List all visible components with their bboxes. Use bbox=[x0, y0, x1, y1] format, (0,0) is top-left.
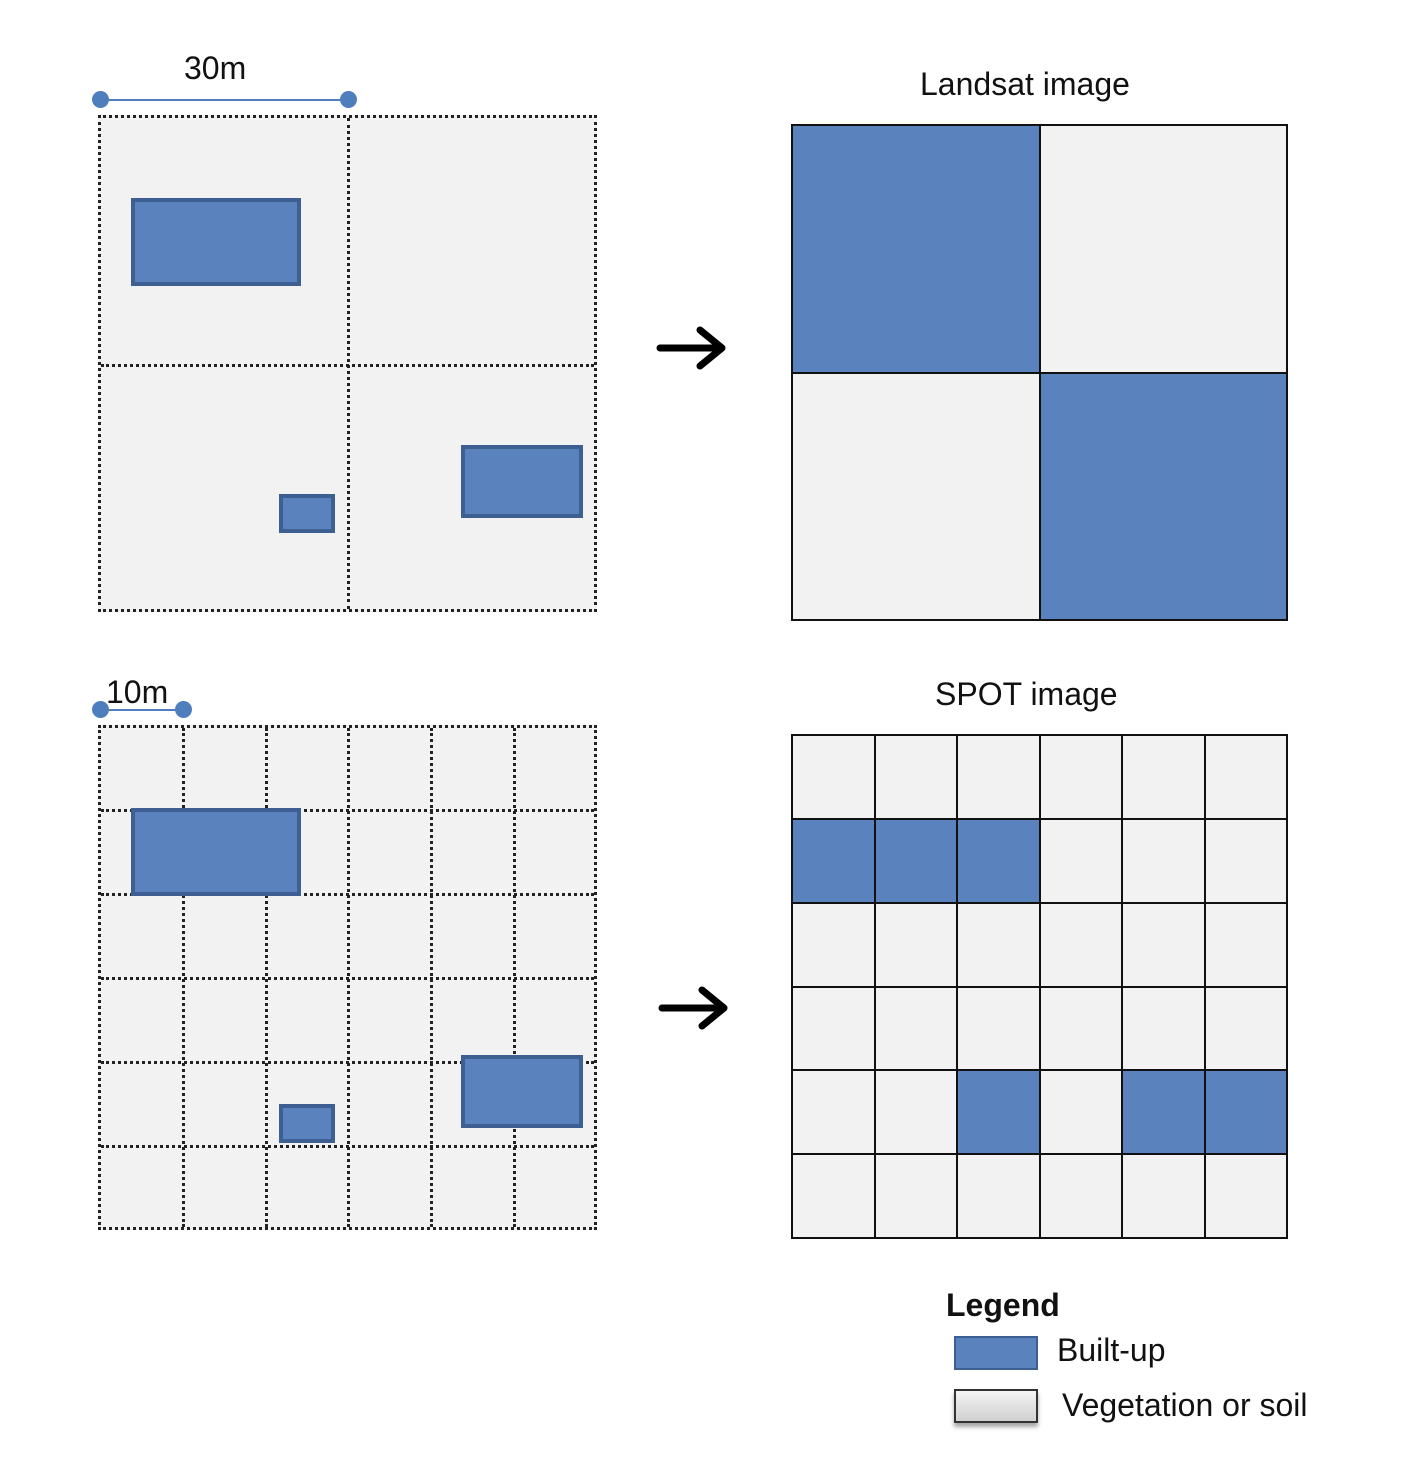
raster-cell-vegetation bbox=[1123, 819, 1204, 902]
grid-line-horizontal bbox=[101, 977, 594, 980]
ground-field-10m bbox=[98, 725, 597, 1230]
scale-bar-end-dot bbox=[175, 701, 192, 718]
raster-cell-vegetation bbox=[875, 903, 956, 986]
raster-cell-built-up bbox=[1040, 373, 1286, 619]
landsat-raster-grid bbox=[791, 124, 1288, 621]
raster-cell-vegetation bbox=[875, 1071, 956, 1154]
spot-raster-grid bbox=[791, 734, 1288, 1239]
raster-cell-vegetation bbox=[1040, 1071, 1121, 1154]
raster-cell-vegetation bbox=[1040, 736, 1121, 818]
raster-cell-vegetation bbox=[793, 903, 874, 986]
building-large bbox=[131, 808, 301, 896]
raster-cell-vegetation bbox=[1040, 819, 1121, 902]
raster-cell-built-up bbox=[875, 819, 956, 902]
raster-cell-vegetation bbox=[958, 1155, 1039, 1237]
building-large bbox=[131, 198, 301, 286]
raster-cell-built-up bbox=[1123, 1071, 1204, 1154]
raster-cell-vegetation bbox=[875, 736, 956, 818]
raster-cell-vegetation bbox=[1205, 1155, 1286, 1237]
raster-cell-vegetation bbox=[1123, 987, 1204, 1070]
legend-swatch-built-up bbox=[954, 1336, 1038, 1370]
raster-cell-vegetation bbox=[1123, 1155, 1204, 1237]
raster-cell-vegetation bbox=[1205, 903, 1286, 986]
raster-cell-built-up bbox=[793, 819, 874, 902]
scale-bar-10m bbox=[100, 709, 183, 711]
raster-cell-vegetation bbox=[875, 1155, 956, 1237]
grid-line-horizontal bbox=[101, 893, 594, 896]
scale-label-10m: 10m bbox=[106, 674, 169, 710]
building-small bbox=[279, 494, 335, 533]
raster-cell-vegetation bbox=[793, 736, 874, 818]
raster-cell-built-up bbox=[1205, 1071, 1286, 1154]
raster-cell-vegetation bbox=[1040, 1155, 1121, 1237]
legend-label-built-up: Built-up bbox=[1057, 1332, 1166, 1368]
raster-cell-built-up bbox=[958, 1071, 1039, 1154]
raster-cell-vegetation bbox=[1040, 903, 1121, 986]
raster-cell-vegetation bbox=[1205, 819, 1286, 902]
scale-bar-30m bbox=[100, 99, 348, 101]
building-medium bbox=[461, 1055, 583, 1128]
raster-cell-vegetation bbox=[1123, 903, 1204, 986]
scale-bar-end-dot bbox=[340, 91, 357, 108]
raster-cell-vegetation bbox=[958, 736, 1039, 818]
raster-cell-vegetation bbox=[793, 1155, 874, 1237]
scale-bar-start-dot bbox=[92, 91, 109, 108]
raster-cell-vegetation bbox=[1040, 987, 1121, 1070]
scale-label-30m: 30m bbox=[184, 50, 247, 86]
arrow-right-icon bbox=[656, 326, 726, 370]
scale-bar-start-dot bbox=[92, 701, 109, 718]
raster-cell-vegetation bbox=[793, 373, 1039, 619]
ground-field-30m bbox=[98, 115, 597, 612]
legend-swatch-vegetation bbox=[954, 1389, 1038, 1423]
arrow-right-icon bbox=[658, 986, 728, 1030]
raster-cell-vegetation bbox=[1123, 736, 1204, 818]
raster-cell-vegetation bbox=[1205, 987, 1286, 1070]
raster-cell-vegetation bbox=[793, 987, 874, 1070]
grid-line-horizontal bbox=[101, 1061, 594, 1064]
raster-cell-vegetation bbox=[875, 987, 956, 1070]
raster-cell-vegetation bbox=[1040, 126, 1286, 372]
raster-cell-vegetation bbox=[793, 1071, 874, 1154]
raster-title-landsat: Landsat image bbox=[920, 66, 1130, 102]
legend-label-vegetation: Vegetation or soil bbox=[1062, 1387, 1308, 1423]
raster-cell-vegetation bbox=[958, 987, 1039, 1070]
building-small bbox=[279, 1104, 335, 1143]
grid-line-horizontal bbox=[101, 809, 594, 812]
raster-title-spot: SPOT image bbox=[935, 676, 1118, 712]
grid-line-horizontal bbox=[101, 1145, 594, 1148]
grid-line-horizontal bbox=[101, 364, 594, 367]
building-medium bbox=[461, 445, 583, 518]
grid-line-vertical bbox=[347, 118, 350, 609]
raster-cell-built-up bbox=[793, 126, 1039, 372]
legend-title: Legend bbox=[946, 1287, 1060, 1323]
raster-cell-vegetation bbox=[958, 903, 1039, 986]
raster-cell-vegetation bbox=[1205, 736, 1286, 818]
raster-cell-built-up bbox=[958, 819, 1039, 902]
